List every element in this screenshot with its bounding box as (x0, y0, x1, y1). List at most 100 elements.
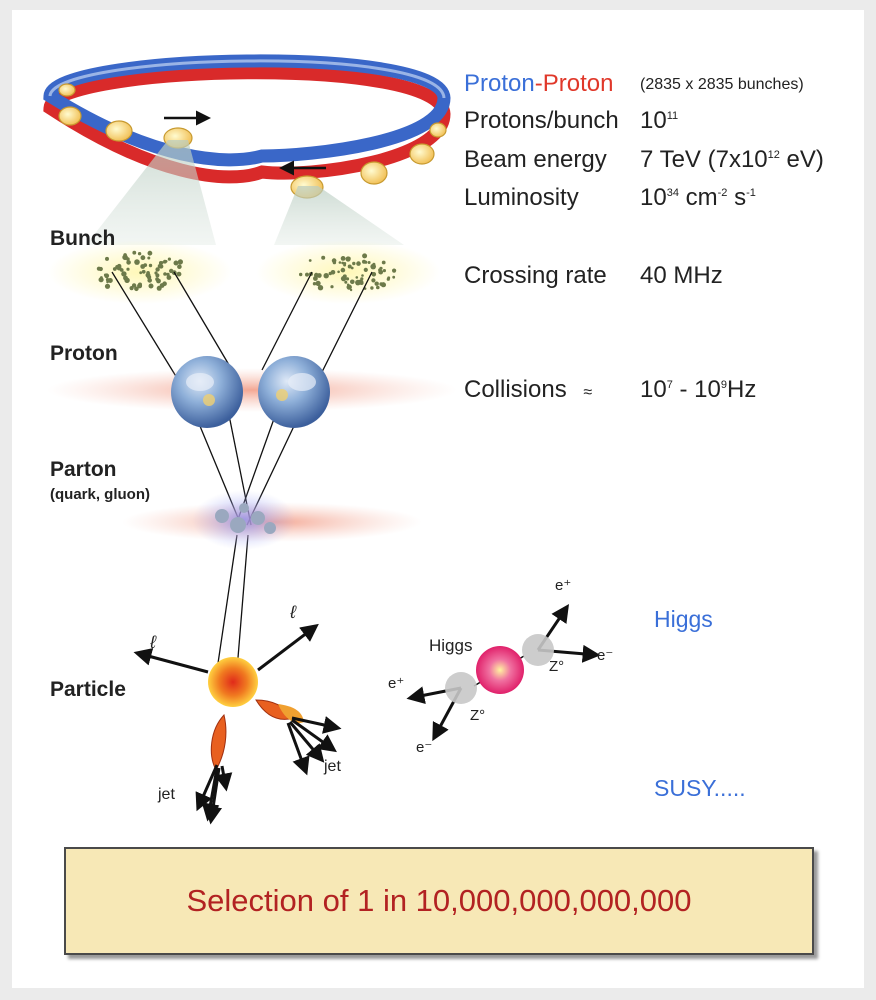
bunch-proton-dot (130, 286, 134, 290)
bunch-proton-dot (392, 269, 396, 273)
collisions-value: 107 - 109Hz (640, 376, 756, 404)
bunch-proton-dot (360, 281, 364, 285)
bunch-proton-dot (305, 273, 309, 277)
higgs-decay-icon (410, 607, 597, 738)
zoom-cone (274, 186, 404, 245)
selection-summary-text: Selection of 1 in 10,000,000,000,000 (186, 883, 691, 919)
stage-label-particle: Particle (50, 678, 126, 702)
stage-label-parton: Parton (50, 458, 117, 482)
e-plus-left-label: e⁺ (388, 674, 404, 692)
bunch-proton-dot (343, 264, 346, 267)
bunch-proton-dot (123, 253, 127, 257)
bunch-proton-dot (356, 261, 361, 266)
jet-label-left: jet (158, 786, 175, 804)
bunch-proton-dot (148, 251, 153, 256)
z-label-bottom: Z° (470, 707, 485, 724)
bunch-proton-dot (147, 257, 150, 260)
bunch-proton-dot (376, 286, 380, 290)
bunch-proton-dot (352, 262, 355, 265)
protons-per-bunch-label: Protons/bunch (464, 107, 619, 135)
z-boson-icon (445, 672, 477, 704)
bunch-proton-dot (382, 261, 386, 265)
bunch-proton-dot (147, 278, 152, 283)
bunch-proton-dot (168, 258, 171, 261)
e-minus-bottom-label: e⁻ (416, 738, 432, 756)
bunch-proton-dot (142, 270, 146, 274)
bunch-proton-dot (317, 273, 322, 278)
bunch-proton-dot (100, 276, 103, 279)
bunch-proton-dot (371, 278, 375, 282)
bunch-proton-dot (97, 267, 101, 271)
bunch-proton-dot (350, 280, 355, 285)
bunch-proton-dot (346, 256, 351, 261)
bunch-proton-dot (149, 284, 154, 289)
bunch-proton-dot (126, 257, 130, 261)
bunch-proton-dot (361, 274, 364, 277)
bunch-proton-dot (177, 272, 182, 277)
bunch-proton-dot (346, 277, 349, 280)
bunch-proton-dot (370, 286, 373, 289)
bunch-proton-dot (140, 264, 145, 269)
bunch-proton-dot (137, 283, 142, 288)
process-higgs: Higgs (654, 606, 713, 633)
bunch-proton-dot (177, 264, 182, 269)
stage-label-proton: Proton (50, 342, 118, 366)
e-minus-top-label: e⁻ (597, 646, 613, 664)
bunch-proton-dot (364, 268, 368, 272)
bunch-proton-dot (163, 272, 167, 276)
proton-haze (47, 368, 457, 412)
bunch-proton-dot (108, 278, 113, 283)
bunch-proton-dot (165, 260, 168, 263)
bunch-proton-dot (158, 264, 162, 268)
bunch-proton-dot (337, 271, 340, 274)
bunch-proton-dot (392, 276, 395, 279)
proton-icon (258, 356, 330, 428)
bunch-proton-dot (299, 273, 302, 276)
stage-label-parton-sub: (quark, gluon) (50, 486, 150, 503)
bunch-proton-dot (333, 261, 336, 264)
bunch-proton-dot (105, 284, 110, 289)
accelerator-ring-icon (50, 61, 446, 198)
bunch-proton-dot (316, 281, 321, 286)
bunch-proton-dot (126, 260, 131, 265)
bunch-proton-dot (381, 282, 386, 287)
bunch-proton-dot (174, 261, 179, 266)
bunch-proton-dot (155, 273, 159, 277)
bunch-cloud-right (256, 240, 440, 304)
selection-summary-box: Selection of 1 in 10,000,000,000,000 (64, 847, 814, 955)
stage-label-bunch: Bunch (50, 227, 115, 251)
bunch-proton-dot (178, 259, 183, 264)
bunch-proton-dot (347, 284, 349, 286)
protons-per-bunch-value: 1011 (640, 107, 678, 135)
bunch-proton-dot (339, 261, 342, 264)
bunch-proton-dot (378, 268, 382, 272)
bunch-proton-dot (126, 268, 129, 271)
bunch-proton-dot (166, 273, 169, 276)
bunch-proton-dot (362, 260, 366, 264)
bunch-proton-dot (141, 255, 146, 260)
bunch-proton-dot (169, 269, 173, 273)
bunch-proton-dot (123, 276, 128, 281)
slide: Proton-Proton (2835 x 2835 bunches) Prot… (12, 10, 864, 988)
lepton-label-right: ℓ (290, 602, 296, 623)
bunch-proton-dot (372, 263, 375, 266)
bunch-proton-dot (387, 276, 390, 279)
z-label-top: Z° (549, 658, 564, 675)
higgs-decay-higgs-label: Higgs (429, 636, 472, 656)
beam-energy-value: 7 TeV (7x1012 eV) (640, 146, 824, 174)
bunch-proton-dot (329, 272, 332, 275)
bunch-proton-dot (341, 256, 346, 261)
luminosity-label: Luminosity (464, 184, 579, 212)
bunch-proton-dot (324, 273, 329, 278)
bunch-proton-dot (309, 259, 312, 262)
jet-label-right: jet (324, 758, 341, 776)
bunch-proton-dot (149, 264, 152, 267)
bunch-proton-dot (368, 261, 371, 264)
crossing-rate-label: Crossing rate (464, 262, 607, 290)
bunch-proton-dot (362, 253, 367, 258)
bunch-proton-dot (113, 267, 117, 271)
process-susy: SUSY..... (654, 775, 746, 802)
bunch-proton-dot (313, 282, 316, 285)
bunch-proton-dot (134, 259, 140, 265)
bunch-proton-dot (138, 252, 141, 255)
